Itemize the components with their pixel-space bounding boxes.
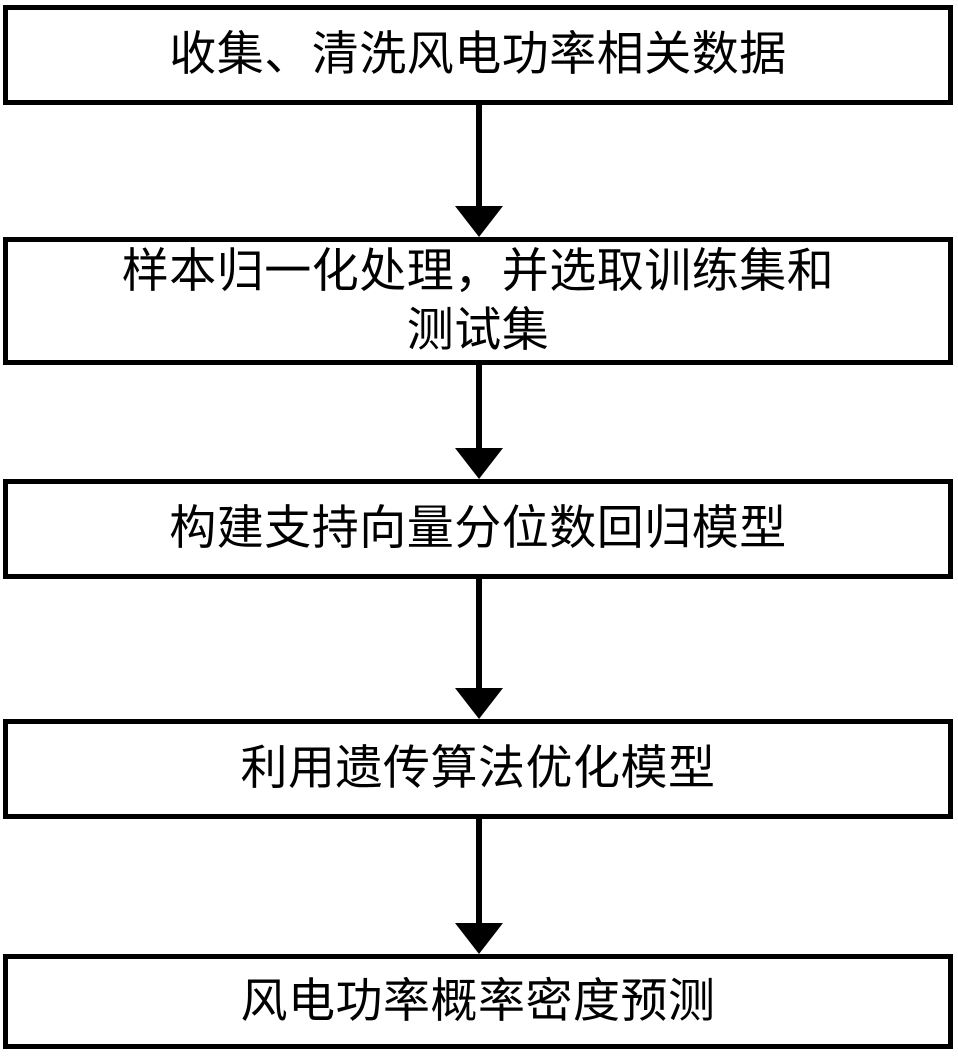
flow-node-label: 构建支持向量分位数回归模型 bbox=[169, 501, 787, 557]
arrow-shaft bbox=[476, 579, 482, 688]
arrow-head bbox=[455, 206, 503, 237]
flow-node-label: 收集、清洗风电功率相关数据 bbox=[169, 27, 787, 83]
down-arrow-icon bbox=[455, 105, 503, 237]
flow-node-build-svqr-model: 构建支持向量分位数回归模型 bbox=[3, 479, 953, 579]
down-arrow-icon bbox=[455, 579, 503, 719]
flow-node-label: 利用遗传算法优化模型 bbox=[240, 741, 716, 797]
arrow-head bbox=[455, 688, 503, 719]
flow-node-label: 风电功率概率密度预测 bbox=[240, 973, 716, 1029]
flow-node-normalize-split-dataset: 样本归一化处理，并选取训练集和 测试集 bbox=[3, 237, 953, 365]
arrow-shaft bbox=[476, 365, 482, 448]
arrow-shaft bbox=[476, 105, 482, 206]
down-arrow-icon bbox=[455, 819, 503, 954]
flow-node-label: 样本归一化处理，并选取训练集和 测试集 bbox=[121, 243, 835, 358]
flow-node-genetic-algorithm-optimize: 利用遗传算法优化模型 bbox=[3, 719, 953, 819]
arrow-head bbox=[455, 923, 503, 954]
flow-node-probability-density-forecast: 风电功率概率密度预测 bbox=[3, 954, 953, 1049]
down-arrow-icon bbox=[455, 365, 503, 479]
arrow-head bbox=[455, 448, 503, 479]
arrow-shaft bbox=[476, 819, 482, 923]
flow-node-collect-clean-data: 收集、清洗风电功率相关数据 bbox=[3, 5, 953, 105]
